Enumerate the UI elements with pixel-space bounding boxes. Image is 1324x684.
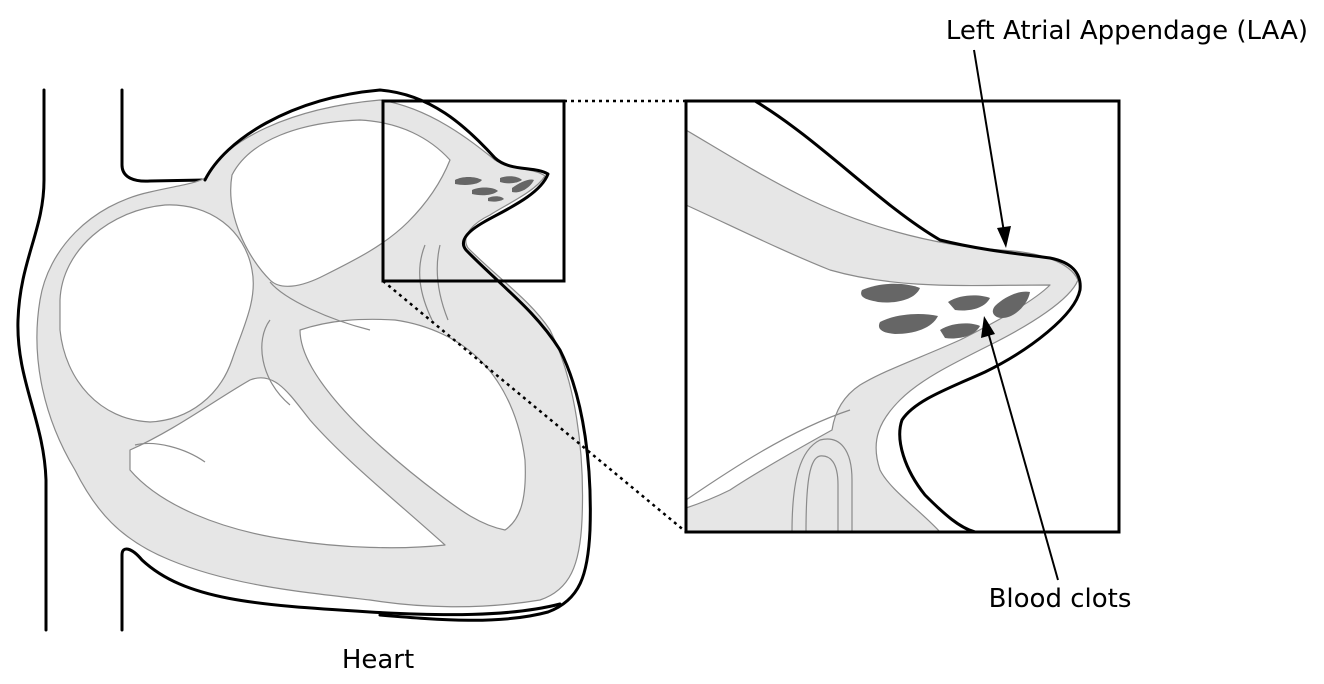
heart-illustration [18,90,590,630]
laa-pointer-line [974,50,1004,232]
heart-label: Heart [342,645,414,675]
laa-arrowhead [997,226,1011,248]
laa-zoom-panel [686,101,1119,532]
clots-pointer-line [988,332,1058,580]
vessel-inner-line [122,90,205,181]
laa-label: Left Atrial Appendage (LAA) [946,16,1308,46]
blood-clots-label: Blood clots [989,584,1132,614]
